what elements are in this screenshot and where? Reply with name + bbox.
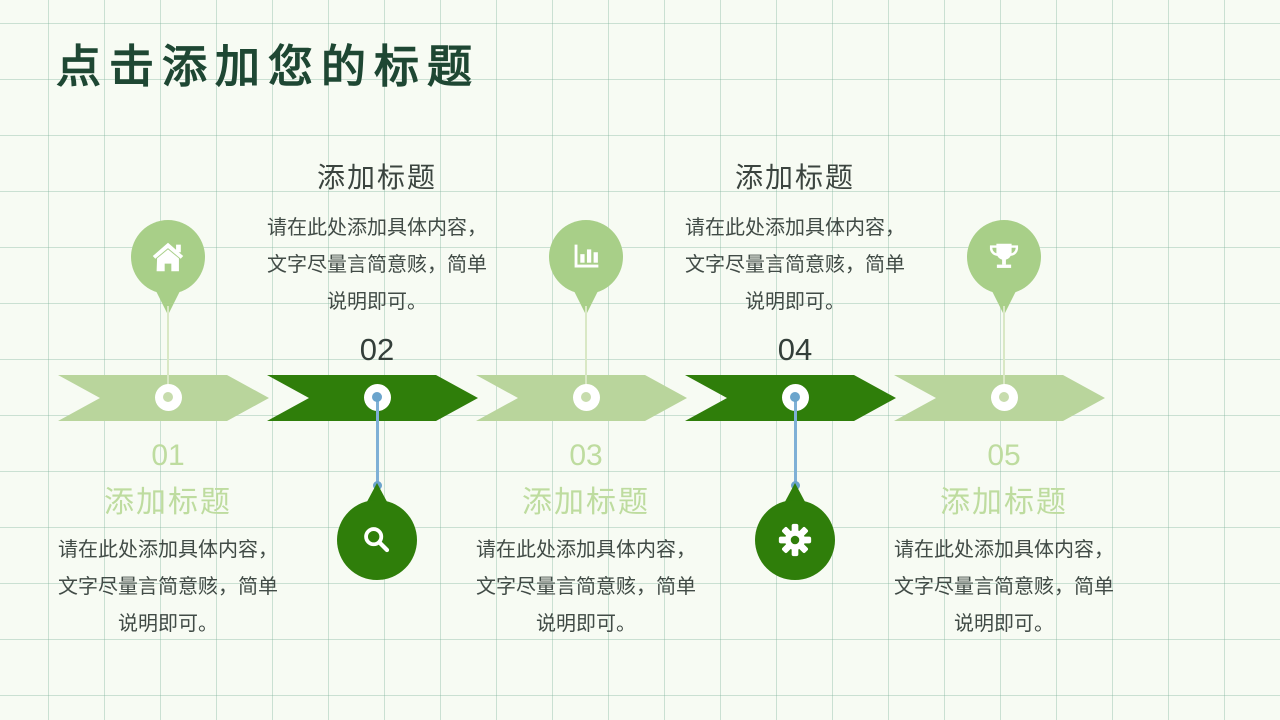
step1-body-line1: 请在此处添加具体内容， (58, 539, 278, 561)
step3-body-line3: 说明即可。 (536, 613, 636, 635)
step5-body-line3: 说明即可。 (954, 613, 1054, 635)
step4-connector-line (794, 397, 797, 485)
step2-body-line1: 请在此处添加具体内容， (267, 217, 487, 239)
step3-balloon-marker (549, 220, 623, 294)
trophy-icon (989, 243, 1019, 268)
step1-number: 01 (151, 439, 185, 472)
step2-body-line2: 文字尽量言简意赅，简单 (267, 254, 487, 276)
step4-node-dot (790, 392, 800, 402)
step2-body-placeholder[interactable]: 请在此处添加具体内容， 文字尽量言简意赅，简单 说明即可。 (242, 210, 512, 321)
step5-body-line1: 请在此处添加具体内容， (894, 539, 1114, 561)
gear-icon (778, 523, 812, 557)
step2-drop-marker (337, 500, 417, 580)
slide-title-placeholder[interactable]: 点击添加您的标题 (56, 41, 481, 92)
step5-body-line2: 文字尽量言简意赅，简单 (894, 576, 1114, 598)
step3-body-line1: 请在此处添加具体内容， (476, 539, 696, 561)
step1-title-placeholder[interactable]: 添加标题 (104, 486, 232, 519)
step4-body-line1: 请在此处添加具体内容， (685, 217, 905, 239)
step4-number: 04 (777, 332, 813, 367)
home-icon (152, 242, 184, 272)
step1-pin-line (167, 306, 169, 398)
step5-title-placeholder[interactable]: 添加标题 (940, 486, 1068, 519)
step5-pin-line (1003, 306, 1005, 398)
step3-title-placeholder[interactable]: 添加标题 (522, 486, 650, 519)
step1-body-line3: 说明即可。 (118, 613, 218, 635)
step4-body-placeholder[interactable]: 请在此处添加具体内容， 文字尽量言简意赅，简单 说明即可。 (660, 210, 930, 321)
step1-body-placeholder[interactable]: 请在此处添加具体内容， 文字尽量言简意赅，简单 说明即可。 (33, 532, 303, 643)
step3-pin-line (585, 306, 587, 398)
step3-number: 03 (569, 439, 603, 472)
step5-node-dot (999, 392, 1009, 402)
step5-number: 05 (987, 439, 1021, 472)
step2-node-dot (372, 392, 382, 402)
step2-number: 02 (359, 332, 395, 367)
step4-title-placeholder[interactable]: 添加标题 (734, 162, 855, 193)
step4-body-line3: 说明即可。 (745, 291, 845, 313)
step5-body-placeholder[interactable]: 请在此处添加具体内容， 文字尽量言简意赅，简单 说明即可。 (869, 532, 1139, 643)
bar-chart-icon (574, 244, 599, 268)
step1-node-dot (163, 392, 173, 402)
step1-body-line2: 文字尽量言简意赅，简单 (58, 576, 278, 598)
step2-connector-line (376, 397, 379, 485)
step2-body-line3: 说明即可。 (327, 291, 427, 313)
step3-body-placeholder[interactable]: 请在此处添加具体内容， 文字尽量言简意赅，简单 说明即可。 (451, 532, 721, 643)
step3-node-dot (581, 392, 591, 402)
step2-title-placeholder[interactable]: 添加标题 (316, 162, 437, 193)
step3-body-line2: 文字尽量言简意赅，简单 (476, 576, 696, 598)
step4-body-line2: 文字尽量言简意赅，简单 (685, 254, 905, 276)
search-icon (364, 527, 390, 553)
